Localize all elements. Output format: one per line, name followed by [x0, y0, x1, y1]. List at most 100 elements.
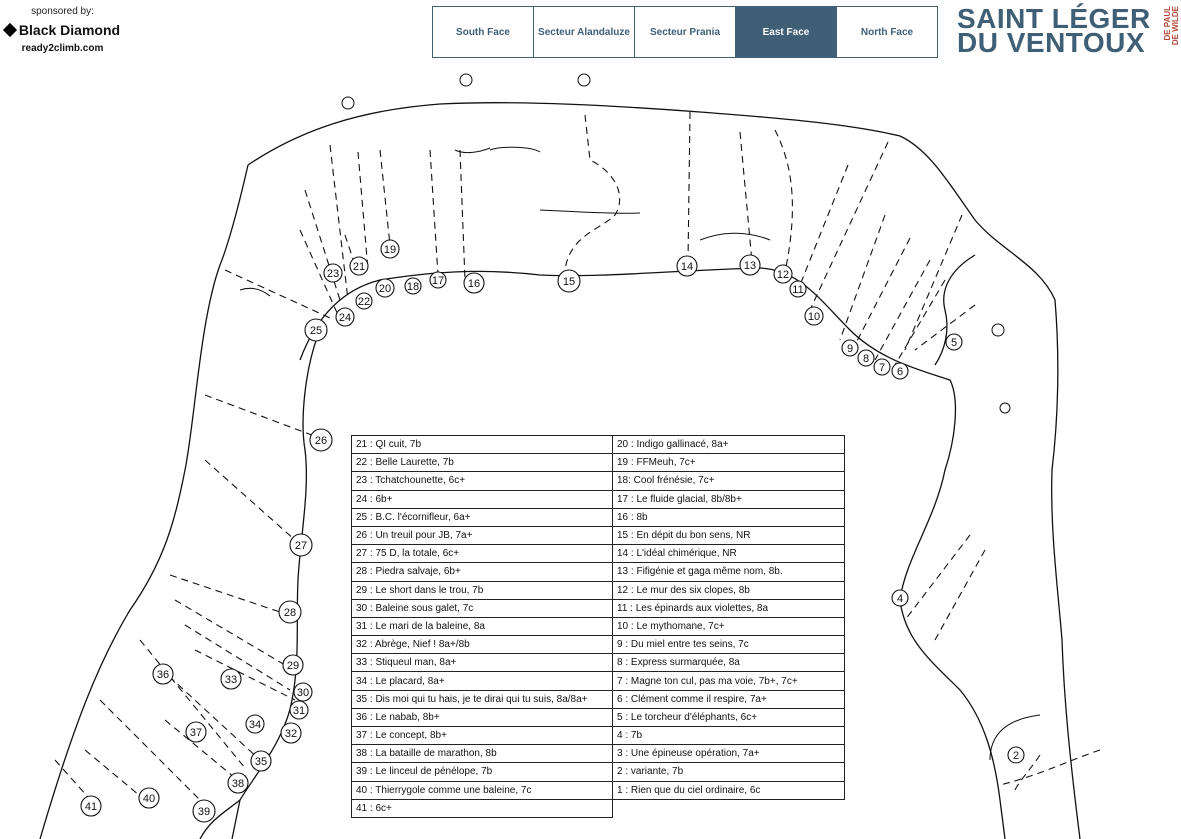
svg-text:14: 14 — [681, 261, 693, 273]
table-row: 27 : 75 D, la totale, 6c+14 : L'idéal ch… — [351, 544, 845, 564]
route-marker[interactable]: 11 — [789, 280, 807, 298]
route-marker[interactable]: 31 — [289, 700, 309, 720]
svg-text:9: 9 — [847, 343, 853, 355]
route-marker[interactable]: 32 — [280, 722, 302, 744]
svg-text:36: 36 — [157, 669, 169, 681]
legend-cell: 6 : Clément comme il respire, 7a+ — [612, 689, 845, 709]
route-marker[interactable]: 35 — [250, 750, 272, 772]
route-marker[interactable]: 9 — [841, 339, 859, 357]
tree-icon — [459, 73, 473, 87]
legend-cell: 33 : Stiqueul man, 8a+ — [351, 653, 613, 673]
tab-north-face[interactable]: North Face — [837, 7, 937, 57]
route-marker[interactable]: 6 — [891, 362, 909, 380]
svg-text:37: 37 — [190, 727, 202, 739]
route-marker[interactable]: 29 — [282, 654, 304, 676]
route-marker[interactable]: 24 — [335, 307, 355, 327]
route-marker[interactable]: 18 — [404, 277, 422, 295]
legend-cell: 24 : 6b+ — [351, 489, 613, 509]
route-marker[interactable]: 21 — [349, 256, 369, 276]
table-row: 35 : Dis moi qui tu hais, je te dirai qu… — [351, 689, 845, 709]
route-marker[interactable]: 28 — [278, 600, 302, 624]
tab-secteur-alandaluze[interactable]: Secteur Alandaluze — [534, 7, 635, 57]
svg-text:23: 23 — [327, 268, 339, 280]
route-marker[interactable]: 15 — [557, 269, 581, 293]
route-marker[interactable]: 27 — [289, 533, 313, 557]
route-marker[interactable]: 12 — [773, 264, 793, 284]
legend-cell: 39 : Le linceul de pénélope, 7b — [351, 762, 613, 782]
sponsor-label: sponsored by: — [31, 6, 94, 17]
svg-text:21: 21 — [353, 261, 365, 273]
route-marker[interactable]: 2 — [1007, 746, 1025, 764]
tree-icon — [341, 96, 355, 110]
sponsor-site-link[interactable]: ready2climb.com — [21, 43, 104, 54]
svg-text:16: 16 — [468, 278, 480, 290]
legend-cell: 41 : 6c+ — [351, 798, 613, 818]
svg-text:25: 25 — [310, 325, 322, 337]
legend-cell: 23 : Tchatchounette, 6c+ — [351, 471, 613, 491]
legend-cell: 30 : Baleine sous galet, 7c — [351, 598, 613, 618]
tab-south-face[interactable]: South Face — [433, 7, 534, 57]
route-marker[interactable]: 8 — [857, 349, 875, 367]
tab-east-face[interactable]: East Face — [736, 7, 837, 57]
route-marker[interactable]: 36 — [152, 663, 174, 685]
route-marker[interactable]: 34 — [245, 714, 265, 734]
legend-cell: 5 : Le torcheur d'éléphants, 6c+ — [612, 707, 845, 728]
table-row: 25 : B.C. l'écornifleur, 6a+16 : 8b — [351, 507, 845, 527]
table-row: 24 : 6b+17 : Le fluide glacial, 8b/8b+ — [351, 489, 845, 509]
tree-icon — [991, 323, 1005, 337]
svg-text:26: 26 — [315, 435, 327, 447]
legend-cell: 10 : Le mythomane, 7c+ — [612, 616, 845, 637]
tab-secteur-prania[interactable]: Secteur Prania — [635, 7, 736, 57]
legend-cell: 13 : Fifigénie et gaga même nom, 8b. — [612, 562, 845, 582]
route-marker[interactable]: 7 — [873, 358, 891, 376]
route-marker[interactable]: 10 — [804, 306, 824, 326]
route-marker[interactable]: 17 — [429, 271, 447, 289]
route-marker[interactable]: 4 — [891, 589, 909, 607]
route-marker[interactable]: 14 — [676, 255, 698, 277]
legend-cell: 36 : Le nabab, 8b+ — [351, 707, 613, 728]
svg-text:32: 32 — [285, 728, 297, 740]
table-row: 41 : 6c+ — [351, 798, 845, 818]
route-lines — [54, 111, 1101, 811]
svg-text:40: 40 — [143, 793, 155, 805]
route-marker[interactable]: 25 — [304, 318, 328, 342]
legend-cell: 1 : Rien que du ciel ordinaire, 6c — [612, 780, 845, 800]
route-marker[interactable]: 39 — [192, 799, 216, 823]
tree-icon — [577, 73, 591, 87]
route-marker[interactable]: 22 — [355, 292, 373, 310]
route-marker[interactable]: 23 — [323, 263, 343, 283]
table-row: 37 : Le concept, 8b+4 : 7b — [351, 725, 845, 746]
route-marker[interactable]: 37 — [185, 721, 207, 743]
svg-text:2: 2 — [1013, 750, 1019, 762]
legend-cell: 28 : Piedra salvaje, 6b+ — [351, 562, 613, 582]
svg-text:18: 18 — [407, 281, 419, 293]
legend-cell: 9 : Du miel entre tes seins, 7c — [612, 635, 845, 655]
site-logo[interactable]: SAINT LÉGER DU VENTOUX DE PAUL DE WILDE — [957, 4, 1180, 57]
route-marker[interactable]: 38 — [227, 772, 249, 794]
route-marker[interactable]: 16 — [463, 272, 485, 294]
legend-cell: 14 : L'idéal chimérique, NR — [612, 544, 845, 564]
crag-outline — [39, 102, 1081, 839]
table-row: 34 : Le placard, 8a+7 : Magne ton cul, p… — [351, 671, 845, 691]
legend-cell: 29 : Le short dans le trou, 7b — [351, 580, 613, 600]
route-marker[interactable]: 41 — [80, 795, 102, 817]
route-marker[interactable]: 33 — [220, 668, 242, 690]
svg-text:34: 34 — [249, 719, 261, 731]
route-marker[interactable]: 26 — [309, 428, 333, 452]
svg-text:22: 22 — [358, 296, 370, 308]
legend-cell: 38 : La bataille de marathon, 8b — [351, 744, 613, 764]
sector-tabs: South Face Secteur Alandaluze Secteur Pr… — [432, 6, 938, 58]
route-marker[interactable]: 30 — [293, 682, 313, 702]
tree-icon — [999, 402, 1011, 414]
route-marker[interactable]: 20 — [375, 278, 395, 298]
route-marker[interactable]: 19 — [380, 239, 400, 259]
sponsor-logo[interactable]: Black Diamond — [0, 22, 125, 38]
route-marker[interactable]: 5 — [945, 333, 963, 351]
route-marker[interactable]: 13 — [739, 254, 761, 276]
route-marker[interactable]: 40 — [138, 787, 160, 809]
svg-text:17: 17 — [432, 275, 444, 287]
svg-text:35: 35 — [255, 756, 267, 768]
